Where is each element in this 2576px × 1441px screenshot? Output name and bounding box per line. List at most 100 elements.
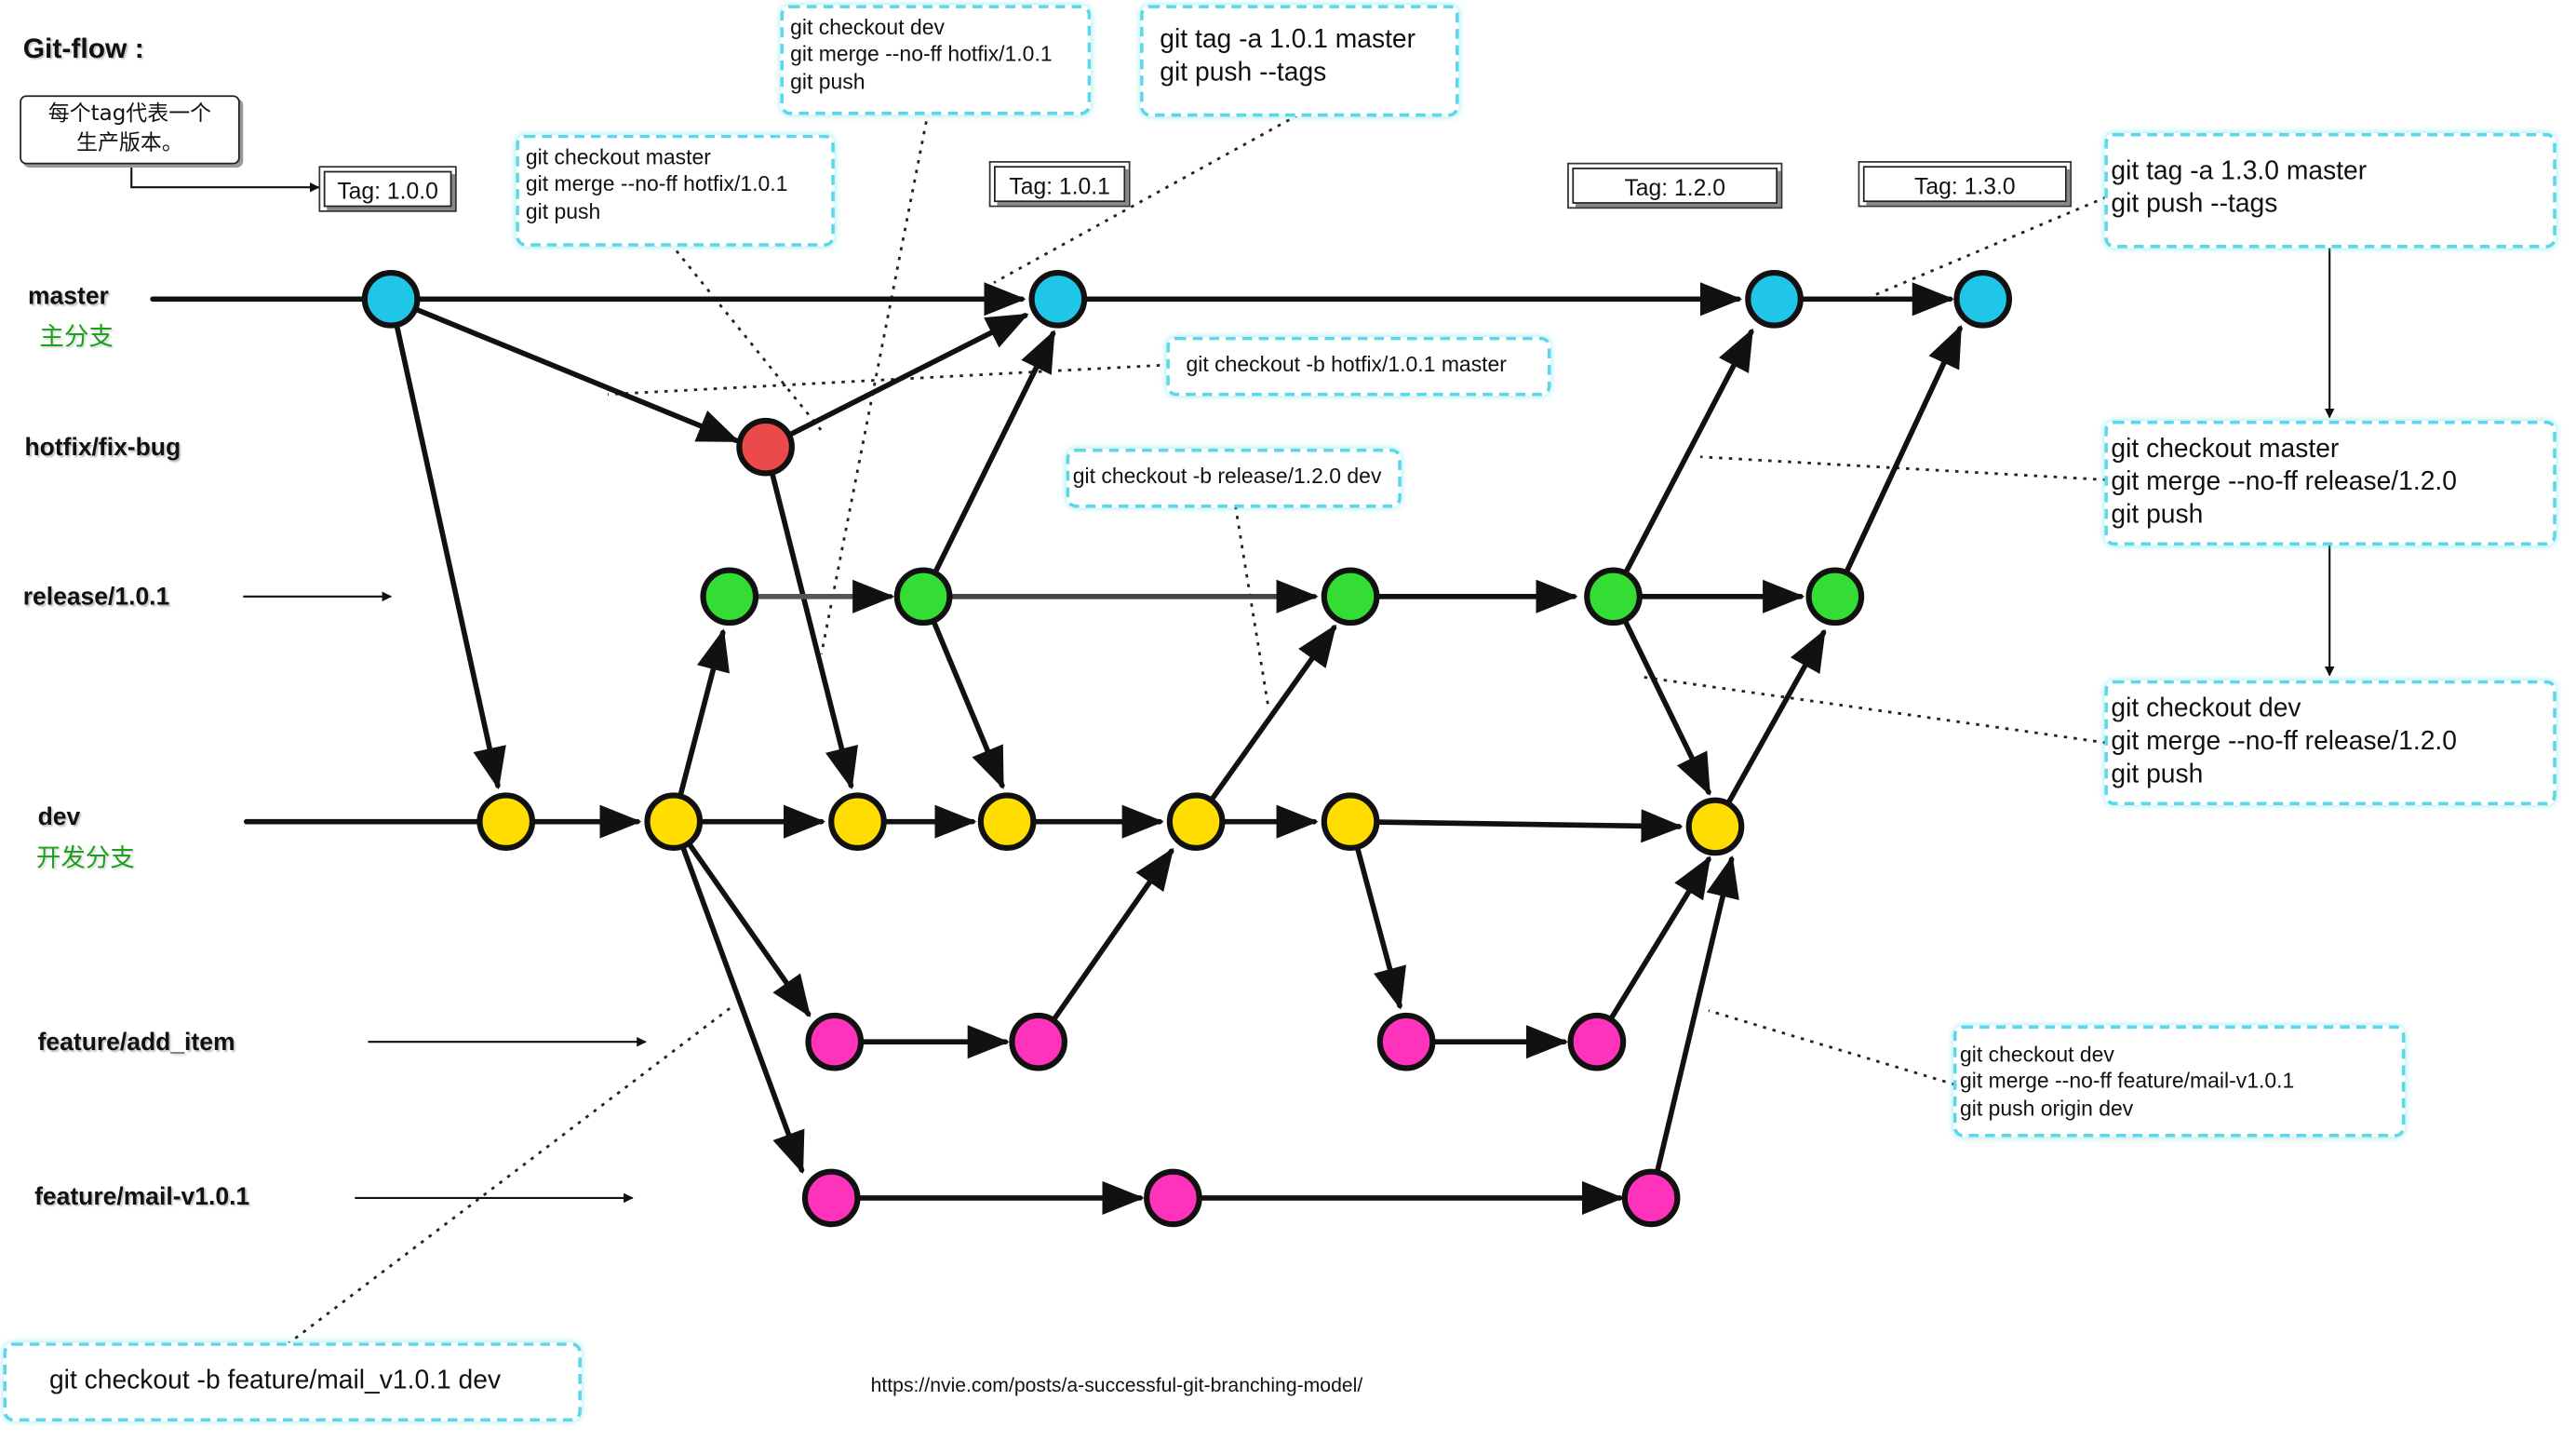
cmd-create-release: git checkout -b release/1.2.0 dev bbox=[1066, 448, 1402, 508]
tag-note-line1: 每个tag代表一个 bbox=[47, 101, 212, 127]
cmd-line: git push bbox=[2111, 501, 2204, 530]
dotted-connectors bbox=[287, 111, 2107, 1346]
cmd-line: git checkout -b release/1.2.0 dev bbox=[1072, 463, 1382, 489]
commit-feature-add-2 bbox=[1009, 1012, 1068, 1071]
cmd-line: git merge --no-ff hotfix/1.0.1 bbox=[525, 171, 788, 196]
master-to-hotfix bbox=[388, 296, 741, 443]
cmd-line: git tag -a 1.3.0 master bbox=[2111, 157, 2368, 186]
diagram-title: Git-flow : bbox=[22, 33, 144, 64]
dev-to-release-130 bbox=[1712, 628, 1827, 829]
commit-dev-4 bbox=[977, 792, 1037, 851]
feature-add-to-dev-2 bbox=[1594, 855, 1711, 1045]
commit-dev-2 bbox=[644, 792, 704, 851]
dev-commits bbox=[476, 792, 1745, 856]
release-to-dev-120 bbox=[1610, 593, 1711, 796]
branch-sub-dev: 开发分支 bbox=[35, 844, 135, 873]
cmd-line: git checkout dev bbox=[790, 14, 945, 40]
hotfix-to-master bbox=[762, 313, 1029, 450]
cmd-create-feature: git checkout -b feature/mail_v1.0.1 dev bbox=[3, 1342, 582, 1421]
commit-release-3 bbox=[1321, 567, 1380, 626]
cmd-line: git checkout master bbox=[2111, 435, 2340, 464]
tag-130: Tag: 1.3.0 bbox=[1862, 166, 2067, 203]
commit-master-130 bbox=[1953, 269, 2013, 329]
commit-dev-1 bbox=[476, 792, 536, 851]
connector-create-feature bbox=[287, 1006, 732, 1346]
branch-label-hotfix: hotfix/fix-bug bbox=[24, 434, 181, 463]
branch-label-feature-add: feature/add_item bbox=[37, 1029, 235, 1057]
master-commits bbox=[361, 269, 2013, 329]
cmd-line: git push --tags bbox=[1160, 59, 1327, 88]
cmd-create-hotfix: git checkout -b hotfix/1.0.1 master bbox=[1166, 336, 1551, 397]
commit-dev-5 bbox=[1166, 792, 1226, 851]
cmd-line: git merge --no-ff feature/mail-v1.0.1 bbox=[1960, 1068, 2295, 1094]
cmd-line: git push bbox=[2111, 761, 2204, 789]
connector-hotfix-master bbox=[669, 242, 823, 432]
release-to-master-130 bbox=[1832, 324, 1963, 599]
cmd-merge-release-master: git checkout master git merge --no-ff re… bbox=[2104, 420, 2556, 546]
cmd-line: git checkout -b feature/mail_v1.0.1 dev bbox=[48, 1367, 502, 1395]
branch-label-dev: dev bbox=[37, 803, 81, 832]
commit-feature-mail-3 bbox=[1621, 1168, 1681, 1228]
release-to-dev-101 bbox=[920, 593, 1005, 789]
cmd-line: git push bbox=[790, 68, 865, 93]
tag-120: Tag: 1.2.0 bbox=[1572, 168, 1778, 204]
branch-label-release: release/1.0.1 bbox=[22, 583, 170, 612]
cmd-line: git checkout -b hotfix/1.0.1 master bbox=[1186, 351, 1507, 377]
dev-line-6 bbox=[1348, 809, 1684, 843]
branch-label-master: master bbox=[28, 282, 109, 311]
commit-master-120 bbox=[1745, 269, 1804, 329]
dev-to-release bbox=[670, 628, 730, 825]
cmd-merge-release-dev: git checkout dev git merge --no-ff relea… bbox=[2104, 680, 2556, 805]
commit-feature-add-1 bbox=[805, 1012, 865, 1071]
cmd-merge-feature-dev: git checkout dev git merge --no-ff featu… bbox=[1952, 1025, 2406, 1138]
cmd-tag-101: git tag -a 1.0.1 master git push --tags bbox=[1140, 5, 1459, 117]
feature-add-to-dev bbox=[1035, 847, 1174, 1045]
commit-release-2 bbox=[893, 567, 953, 626]
commit-feature-mail-2 bbox=[1144, 1168, 1202, 1228]
release-to-master-120 bbox=[1610, 328, 1754, 599]
commit-release-4 bbox=[1584, 567, 1643, 626]
hotfix-to-dev bbox=[762, 444, 858, 790]
commit-hotfix bbox=[736, 417, 795, 477]
branch-lines bbox=[150, 282, 1963, 1215]
commit-release-1 bbox=[700, 567, 759, 626]
cmd-line: git checkout dev bbox=[2111, 694, 2301, 723]
cmd-line: git tag -a 1.0.1 master bbox=[1160, 26, 1416, 55]
source-url: https://nvie.com/posts/a-successful-git-… bbox=[870, 1373, 1363, 1397]
commit-feature-add-4 bbox=[1567, 1012, 1627, 1071]
cmd-line: git merge --no-ff release/1.2.0 bbox=[2111, 468, 2457, 497]
connector-tag-130 bbox=[1872, 195, 2107, 298]
cmd-line: git checkout dev bbox=[1960, 1042, 2114, 1067]
release-to-master-101 bbox=[920, 330, 1056, 599]
connector-feature-dev bbox=[1708, 1009, 1956, 1086]
cmd-merge-hotfix-master: git checkout master git merge --no-ff ho… bbox=[516, 134, 835, 247]
release-commits bbox=[700, 567, 1865, 626]
branch-sub-master: 主分支 bbox=[39, 323, 114, 352]
tag-note: 每个tag代表一个 生产版本。 bbox=[20, 95, 240, 165]
dev-to-release-120 bbox=[1193, 624, 1337, 825]
connector-release-master bbox=[1700, 455, 2107, 481]
commit-release-5 bbox=[1805, 567, 1865, 626]
commit-dev-7 bbox=[1685, 797, 1745, 856]
tag-note-line2: 生产版本。 bbox=[76, 131, 183, 156]
cmd-merge-hotfix-dev: git checkout dev git merge --no-ff hotfi… bbox=[780, 5, 1092, 115]
cmd-line: git merge --no-ff release/1.2.0 bbox=[2111, 728, 2457, 757]
feature-mail-to-dev bbox=[1648, 855, 1739, 1201]
commit-master-101 bbox=[1028, 269, 1088, 329]
commit-feature-add-3 bbox=[1376, 1012, 1436, 1071]
master-to-dev bbox=[388, 296, 506, 790]
commit-dev-6 bbox=[1321, 792, 1380, 851]
connector-release-dev bbox=[1643, 675, 2107, 745]
cmd-line: git push bbox=[525, 197, 601, 223]
dev-to-feature-add-2 bbox=[1348, 818, 1406, 1010]
feature-commits bbox=[801, 1012, 1681, 1228]
branch-label-feature-mail: feature/mail-v1.0.1 bbox=[34, 1183, 250, 1212]
cmd-line: git push --tags bbox=[2111, 190, 2278, 219]
connector-create-hotfix bbox=[608, 363, 1170, 397]
tag-101: Tag: 1.0.1 bbox=[994, 166, 1126, 203]
cmd-line: git merge --no-ff hotfix/1.0.1 bbox=[790, 41, 1053, 67]
commit-master-100 bbox=[361, 269, 421, 329]
cmd-line: git checkout master bbox=[525, 144, 711, 169]
